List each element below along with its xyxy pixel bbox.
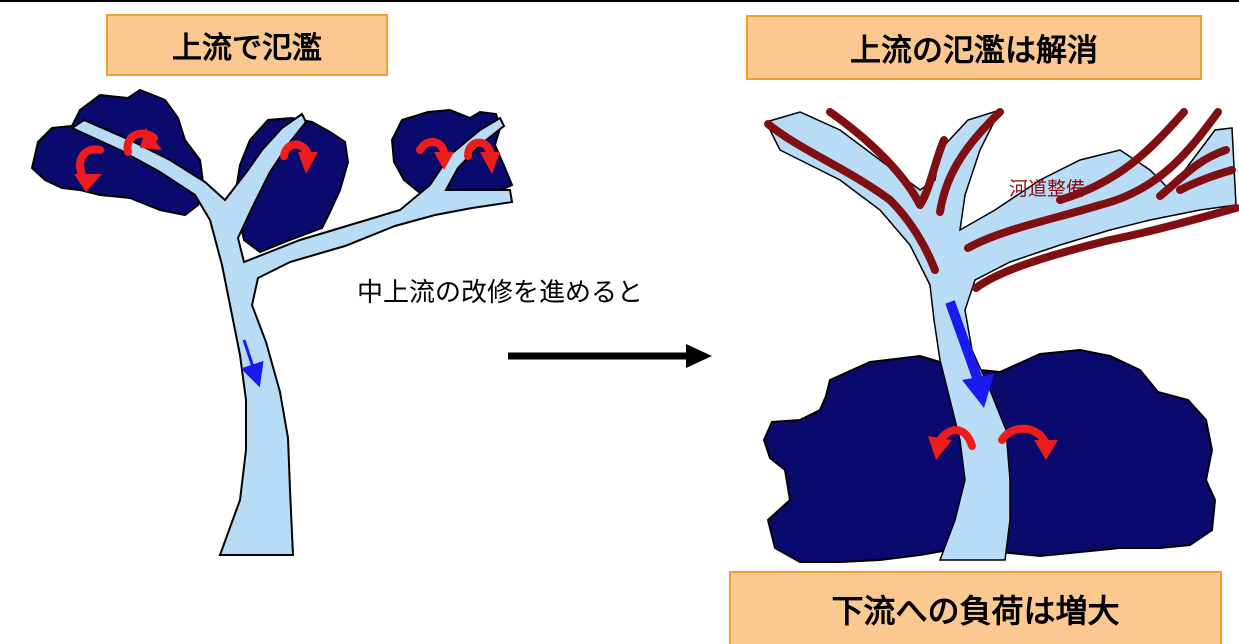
transition-caption: 中上流の改修を進めると [357,278,644,308]
flow-arrow-right [945,300,994,408]
overflow-arrow-r2 [998,424,1058,460]
label-downstream-burden: 下流への負荷は増大 [729,571,1222,644]
top-border-line [0,0,1239,2]
overflow-arrow-r1 [928,426,976,460]
label-upstream-flooding: 上流で氾濫 [106,14,388,76]
overflow-arrow-l3 [280,140,318,174]
levee-lines [764,108,1239,292]
overflow-arrow-l1 [74,145,104,192]
river-left [69,112,514,556]
transition-arrow [508,344,712,368]
left-scene [30,88,514,556]
overflow-arrow-l4 [416,137,454,170]
flood-area-left-1 [30,88,205,217]
channel-improvement-label: 河道整備 [1009,178,1086,200]
right-scene [762,108,1239,563]
label-upstream-resolved: 上流の氾濫は解消 [746,15,1202,80]
overflow-arrow-l2 [123,128,162,156]
flow-arrow-left [240,339,264,388]
overflow-arrow-l5 [464,138,500,174]
